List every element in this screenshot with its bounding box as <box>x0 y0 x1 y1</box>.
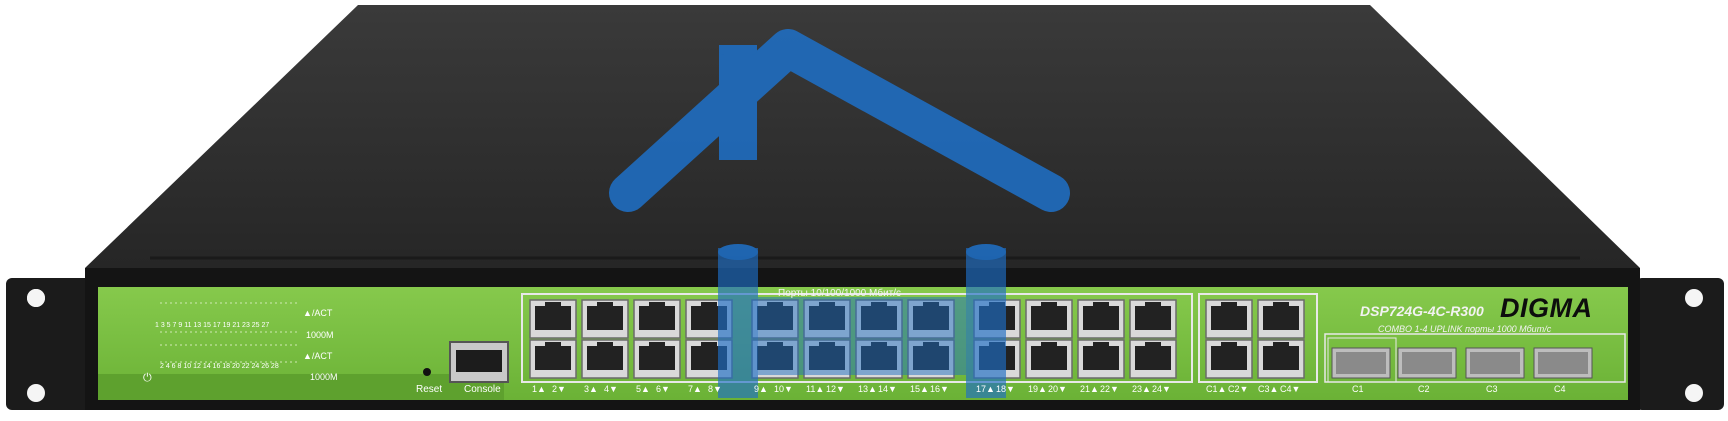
rj45-port-4[interactable] <box>581 339 629 379</box>
rj45-port-22[interactable] <box>1077 339 1125 379</box>
port-label-16: 16▼ <box>930 384 949 394</box>
combo-rj45-port-3[interactable] <box>1257 299 1305 339</box>
port-label-23: 23▲ <box>1132 384 1151 394</box>
rj45-port-5[interactable] <box>633 299 681 339</box>
port-label-15: 15▲ <box>910 384 929 394</box>
port-label-24: 24▼ <box>1152 384 1171 394</box>
led-speed-bottom: 1000M <box>310 372 338 382</box>
port-label-1: 1▲ <box>532 384 546 394</box>
combo-port-label-1: C1▲ <box>1206 384 1227 394</box>
led-act-bottom: ▲/ACT <box>303 351 333 361</box>
sfp-label-2: C2 <box>1418 384 1430 394</box>
sfp-label-3: C3 <box>1486 384 1498 394</box>
rj45-port-13[interactable] <box>855 299 903 339</box>
rj45-port-14[interactable] <box>855 339 903 379</box>
sfp-port-c1[interactable] <box>1331 347 1391 379</box>
port-label-4: 4▼ <box>604 384 618 394</box>
led-even-numbers: 2 4 6 8 10 12 14 16 18 20 22 24 26 28 <box>160 363 279 370</box>
rj45-port-20[interactable] <box>1025 339 1073 379</box>
model-name: DSP724G-4C-R300 <box>1360 303 1484 319</box>
sfp-label-1: C1 <box>1352 384 1364 394</box>
combo-port-label-3: C3▲ <box>1258 384 1279 394</box>
port-label-5: 5▲ <box>636 384 650 394</box>
port-label-3: 3▲ <box>584 384 598 394</box>
sfp-port-c2[interactable] <box>1397 347 1457 379</box>
home-icon <box>609 29 1070 398</box>
rack-ear-right <box>1636 278 1724 410</box>
sfp-port-c4[interactable] <box>1533 347 1593 379</box>
sfp-label-4: C4 <box>1554 384 1566 394</box>
rj45-port-11[interactable] <box>803 299 851 339</box>
port-label-6: 6▼ <box>656 384 670 394</box>
sfp-port-grid <box>1331 347 1593 379</box>
combo-port-label-2: C2▼ <box>1228 384 1249 394</box>
rj45-port-1[interactable] <box>529 299 577 339</box>
rack-ear-left <box>6 278 94 410</box>
rj45-port-2[interactable] <box>529 339 577 379</box>
chassis-top <box>85 5 1640 268</box>
console-port[interactable] <box>449 341 509 383</box>
rj45-port-23[interactable] <box>1129 299 1177 339</box>
combo-rj45-port-2[interactable] <box>1205 339 1253 379</box>
port-label-19: 19▲ <box>1028 384 1047 394</box>
port-label-8: 8▼ <box>708 384 722 394</box>
port-label-2: 2▼ <box>552 384 566 394</box>
rj45-port-10[interactable] <box>751 339 799 379</box>
combo-rj45-port-1[interactable] <box>1205 299 1253 339</box>
led-speed-top: 1000M <box>306 330 334 340</box>
port-label-20: 20▼ <box>1048 384 1067 394</box>
rj45-port-3[interactable] <box>581 299 629 339</box>
led-act-top: ▲/ACT <box>303 308 333 318</box>
port-label-12: 12▼ <box>826 384 845 394</box>
console-label: Console <box>464 384 501 395</box>
port-label-9: 9▲ <box>754 384 768 394</box>
port-label-14: 14▼ <box>878 384 897 394</box>
brand-logo: DIGMA <box>1500 293 1593 323</box>
port-label-21: 21▲ <box>1080 384 1099 394</box>
combo-caption: COMBO 1-4 UPLINK порты 1000 Мбит/с <box>1378 324 1552 334</box>
rj45-port-9[interactable] <box>751 299 799 339</box>
reset-hole[interactable] <box>423 368 431 376</box>
port-label-17: 17▲ <box>976 384 995 394</box>
combo-port-label-4: C4▼ <box>1280 384 1301 394</box>
port-label-11: 11▲ <box>806 384 825 394</box>
sfp-port-c3[interactable] <box>1465 347 1525 379</box>
rj45-port-21[interactable] <box>1077 299 1125 339</box>
port-label-13: 13▲ <box>858 384 877 394</box>
port-label-7: 7▲ <box>688 384 702 394</box>
reset-label: Reset <box>416 384 443 395</box>
ports-caption: Порты 10/100/1000 Мбит/с <box>778 288 902 299</box>
power-icon: ⏻ <box>143 372 152 384</box>
rj45-port-12[interactable] <box>803 339 851 379</box>
led-odd-numbers: 1 3 5 7 9 11 13 15 17 19 21 23 25 27 <box>155 322 270 329</box>
rj45-port-24[interactable] <box>1129 339 1177 379</box>
rj45-port-6[interactable] <box>633 339 681 379</box>
combo-rj45-port-4[interactable] <box>1257 339 1305 379</box>
rj45-port-19[interactable] <box>1025 299 1073 339</box>
port-label-18: 18▼ <box>996 384 1015 394</box>
port-label-10: 10▼ <box>774 384 793 394</box>
port-label-22: 22▼ <box>1100 384 1119 394</box>
rj45-port-15[interactable] <box>907 299 955 339</box>
rj45-port-16[interactable] <box>907 339 955 379</box>
